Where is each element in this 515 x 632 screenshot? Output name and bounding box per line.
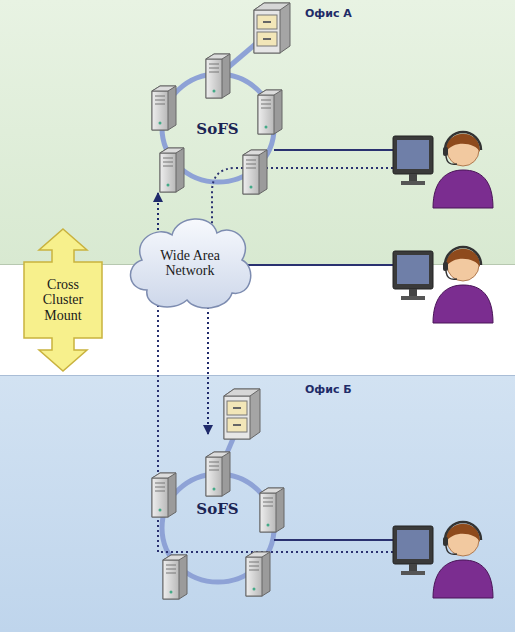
dotted-connector (157, 193, 159, 235)
double-arrow: Cross Cluster Mount (22, 228, 104, 372)
network-cloud: Wide Area Network (122, 205, 257, 315)
arrow-label: Cross Cluster Mount (34, 277, 92, 323)
cluster-label: SoFS (196, 500, 238, 518)
office-title: Офис Б (305, 383, 352, 396)
dotted-connector (207, 307, 209, 434)
label-box: Wide Area Network (144, 229, 236, 297)
office-title: Офис А (305, 7, 352, 20)
label-box: Cross Cluster Mount (28, 264, 98, 336)
cluster-label: SoFS (196, 120, 238, 138)
cloud-label: Wide Area Network (150, 248, 230, 279)
